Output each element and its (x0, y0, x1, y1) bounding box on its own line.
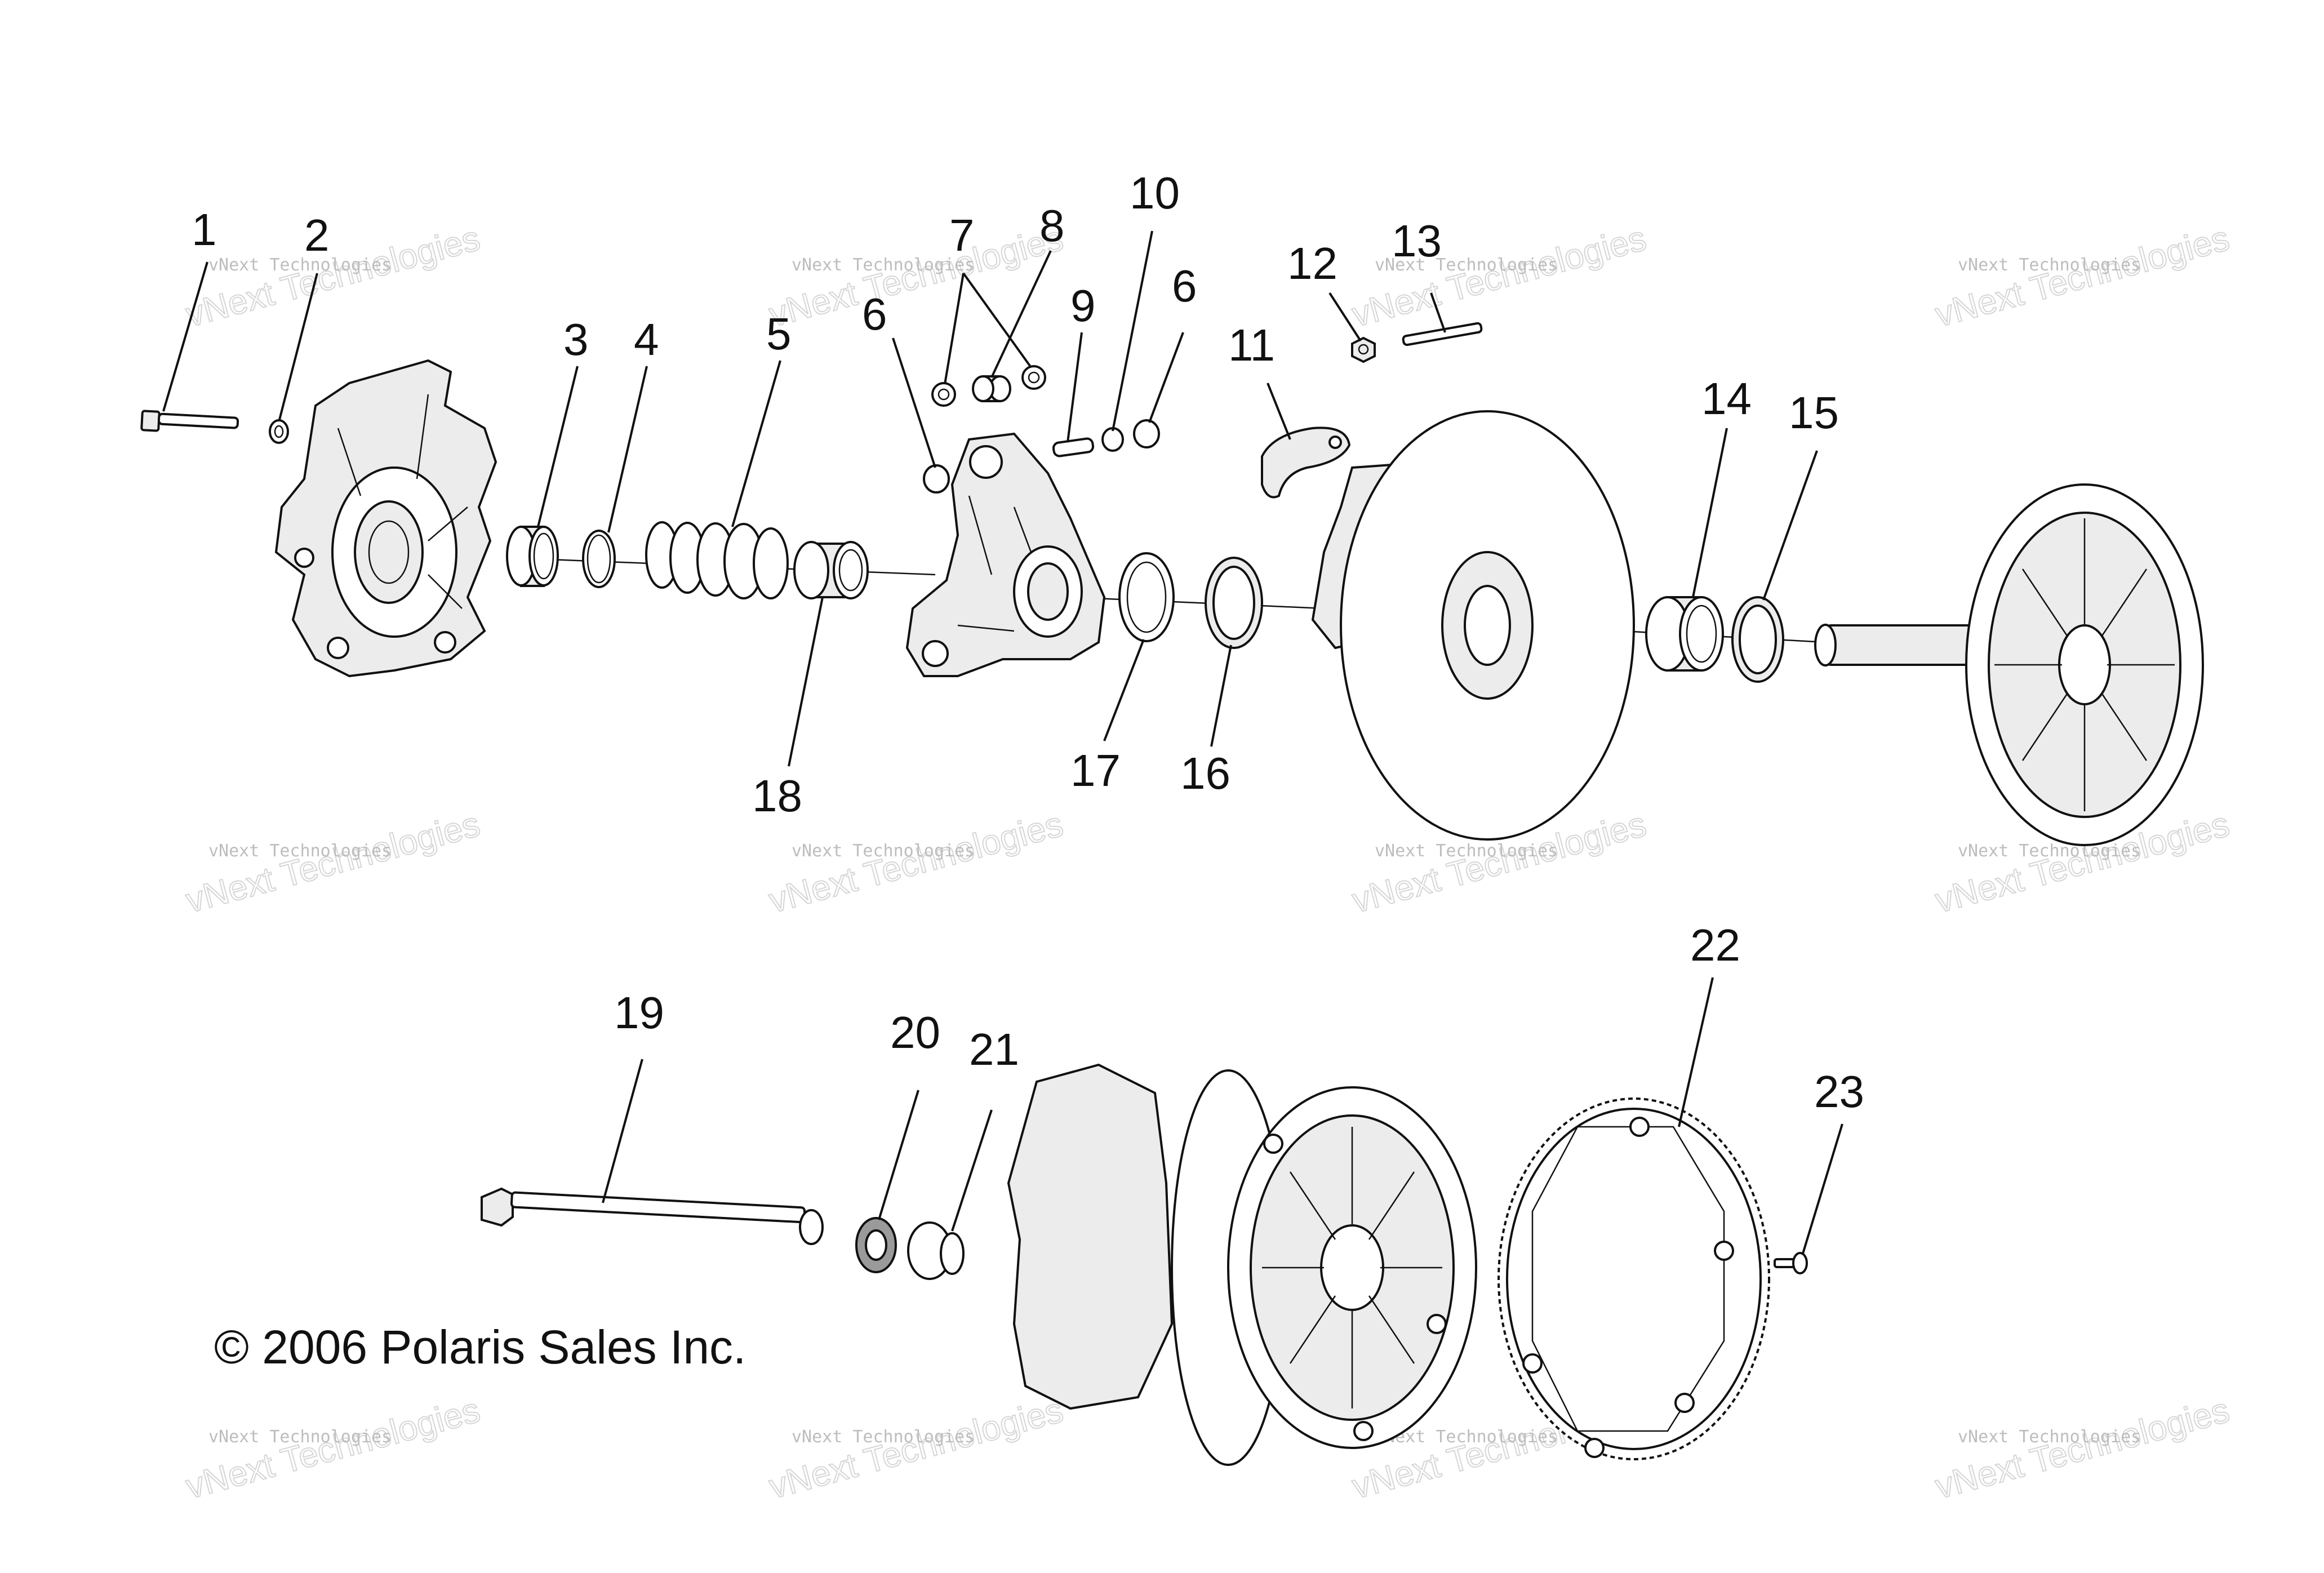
leader-lines (162, 230, 1843, 1254)
callout-16: 16 (1180, 748, 1230, 798)
svg-text:vNext Technologies: vNext Technologies (765, 805, 1067, 921)
callout-6a: 6 (862, 289, 887, 339)
svg-text:vNext Technologies: vNext Technologies (1958, 255, 2141, 275)
part-12-nut (1351, 336, 1376, 363)
part-6-roller-right (1133, 419, 1160, 448)
watermark: vNext Technologies vNext Technologies (765, 804, 1068, 921)
callout-8: 8 (1039, 201, 1065, 251)
callout-3: 3 (563, 314, 589, 365)
part-14-bushing (1645, 596, 1724, 672)
callout-14: 14 (1701, 374, 1752, 424)
svg-text:vNext Technologies: vNext Technologies (1931, 1390, 2233, 1507)
svg-text:vNext Technologies: vNext Technologies (792, 841, 975, 861)
part-spider (905, 432, 1106, 677)
callout-7: 7 (949, 210, 975, 260)
callout-12: 12 (1287, 238, 1337, 288)
part-5-spring (645, 521, 789, 599)
watermark: vNext Technologies vNext Technologies (181, 1390, 485, 1507)
callout-5: 5 (766, 309, 792, 359)
callout-4: 4 (634, 314, 659, 365)
callout-17: 17 (1070, 745, 1121, 796)
copyright-notice: © 2006 Polaris Sales Inc. (214, 1321, 746, 1374)
part-23-screw (1774, 1252, 1808, 1274)
svg-text:vNext Technologies: vNext Technologies (208, 255, 392, 275)
svg-text:vNext Technologies: vNext Technologies (182, 219, 484, 335)
part-moveable-sheave (1311, 410, 1635, 841)
svg-text:vNext Technologies: vNext Technologies (792, 1427, 975, 1447)
watermark: vNext Technologies vNext Technologies (765, 218, 1068, 335)
part-cover (274, 359, 497, 678)
callout-13: 13 (1392, 216, 1442, 266)
svg-text:vNext Technologies: vNext Technologies (182, 805, 484, 921)
callout-22: 22 (1690, 920, 1740, 970)
callout-2: 2 (304, 210, 330, 260)
part-6-roller-left (923, 464, 950, 494)
callout-19: 19 (614, 988, 664, 1038)
part-clutch-assembly (1007, 1063, 1477, 1466)
part-11-weight (1261, 426, 1351, 499)
watermark: vNext Technologies vNext Technologies (1931, 218, 2234, 335)
svg-text:vNext Technologies: vNext Technologies (1958, 1427, 2141, 1447)
part-20-washer (855, 1217, 897, 1273)
svg-text:vNext Technologies: vNext Technologies (1931, 219, 2233, 335)
part-3-bushing (506, 526, 559, 587)
svg-text:vNext Technologies: vNext Technologies (1375, 841, 1558, 861)
svg-text:vNext Technologies: vNext Technologies (765, 219, 1067, 335)
callout-9: 9 (1070, 281, 1096, 331)
part-2-washer (269, 419, 289, 444)
part-19-bolt (481, 1187, 824, 1245)
watermark: vNext Technologies vNext Technologies (1931, 1390, 2234, 1507)
watermark: vNext Technologies vNext Technologies (181, 804, 485, 921)
part-8-bushing (972, 375, 1011, 402)
svg-text:vNext Technologies: vNext Technologies (792, 255, 975, 275)
part-1-bolt (140, 410, 239, 432)
callout-20: 20 (890, 1007, 940, 1057)
part-7-washer (931, 365, 1046, 407)
part-9-pin (1052, 437, 1095, 457)
part-17-shim (1118, 552, 1175, 642)
part-15-bushing (1731, 596, 1784, 683)
callout-10: 10 (1130, 168, 1180, 218)
callout-15: 15 (1789, 388, 1839, 438)
part-13-pin (1402, 322, 1483, 346)
svg-text:vNext Technologies: vNext Technologies (765, 1390, 1067, 1507)
callout-21: 21 (969, 1024, 1019, 1074)
svg-text:vNext Technologies: vNext Technologies (1375, 255, 1558, 275)
part-18-sleeve (793, 541, 869, 599)
part-4-ring (582, 530, 616, 588)
callout-1: 1 (192, 205, 217, 255)
svg-text:vNext Technologies: vNext Technologies (208, 1427, 392, 1447)
callout-18: 18 (752, 771, 802, 821)
svg-text:vNext Technologies: vNext Technologies (182, 1390, 484, 1507)
svg-text:vNext Technologies: vNext Technologies (208, 841, 392, 861)
part-21-spacer (907, 1221, 965, 1280)
svg-text:vNext Technologies: vNext Technologies (1958, 841, 2141, 861)
part-fixed-sheave (1814, 483, 2204, 846)
part-22-ring-gear (1498, 1097, 1770, 1460)
watermark: vNext Technologies vNext Technologies (181, 218, 485, 335)
callout-23: 23 (1814, 1067, 1864, 1117)
callouts: 1 2 3 4 5 6 7 8 9 10 6 11 12 13 14 15 16… (192, 168, 1864, 1117)
callout-6b: 6 (1172, 261, 1197, 311)
part-16-seal (1205, 557, 1263, 649)
watermark: vNext Technologies vNext Technologies (765, 1390, 1068, 1507)
part-10-washer (1101, 427, 1124, 452)
callout-11: 11 (1228, 320, 1275, 370)
